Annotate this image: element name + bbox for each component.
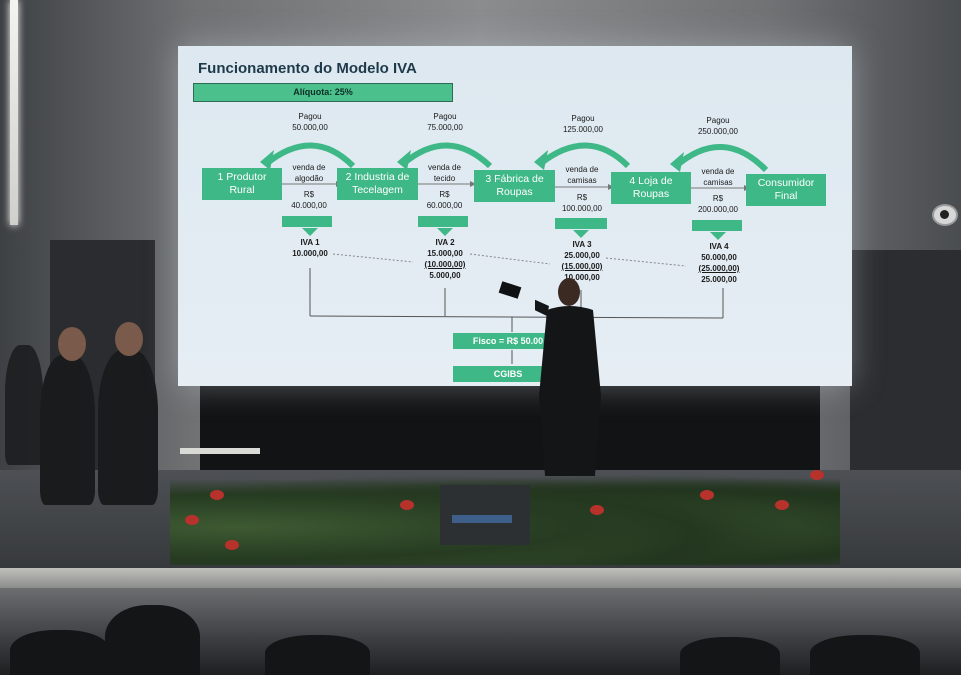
iva-bar-3 <box>555 218 607 229</box>
flower <box>400 500 414 510</box>
stage-box-2: 2 Industria de Tecelagem <box>337 168 418 200</box>
ceiling-light <box>10 0 18 225</box>
stage-box-3: 3 Fábrica de Roupas <box>474 170 555 202</box>
sale-amount: R$100.000,00 <box>561 193 603 213</box>
security-camera-icon <box>932 204 958 226</box>
panel-table <box>180 448 260 454</box>
audience-head <box>810 635 920 675</box>
seated-panelist <box>5 345 43 465</box>
iva-bar-1 <box>282 216 332 227</box>
audience-head <box>265 635 370 675</box>
lectern <box>440 485 530 545</box>
sale-desc: venda de tecido <box>428 163 461 183</box>
iva-bar-2 <box>418 216 468 227</box>
presenter <box>535 278 601 476</box>
sale-amount: R$200.000,00 <box>697 194 739 214</box>
seated-panelist <box>98 350 158 505</box>
stage-box-4: 4 Loja de Roupas <box>611 172 691 204</box>
wall-panel-right <box>850 250 961 470</box>
sale-desc: venda de camisas <box>565 165 599 185</box>
fisco-box: Fisco = R$ 50.00 <box>453 333 563 349</box>
flower <box>225 540 239 550</box>
flower <box>775 500 789 510</box>
flower <box>590 505 604 515</box>
flower <box>810 470 824 480</box>
audience-head <box>680 637 780 675</box>
panelist-head <box>115 322 143 356</box>
slide-title: Funcionamento do Modelo IVA <box>198 60 417 77</box>
sale-amount: R$60.000,00 <box>426 190 463 210</box>
flower <box>185 515 199 525</box>
sale-desc: venda de camisas <box>701 167 735 187</box>
stage-box-1: 1 Produtor Rural <box>202 168 282 200</box>
sale-desc: venda de algodão <box>292 163 326 183</box>
cgibs-box: CGIBS <box>453 366 563 382</box>
projected-slide: Funcionamento do Modelo IVA Alíquota: 25… <box>178 46 852 386</box>
audience-head <box>10 630 110 675</box>
sale-amount: R$40.000,00 <box>291 190 327 210</box>
audience-head <box>105 605 200 675</box>
aliquota-banner: Alíquota: 25% <box>193 83 453 102</box>
flow-arrows <box>260 142 769 364</box>
panelist-head <box>58 327 86 361</box>
flower <box>700 490 714 500</box>
screen-lower-frame <box>200 385 820 480</box>
stage-box-5: Consumidor Final <box>746 174 826 206</box>
iva-bar-4 <box>692 220 742 231</box>
flower <box>210 490 224 500</box>
stage-edge <box>0 568 961 588</box>
seated-panelist <box>40 355 95 505</box>
